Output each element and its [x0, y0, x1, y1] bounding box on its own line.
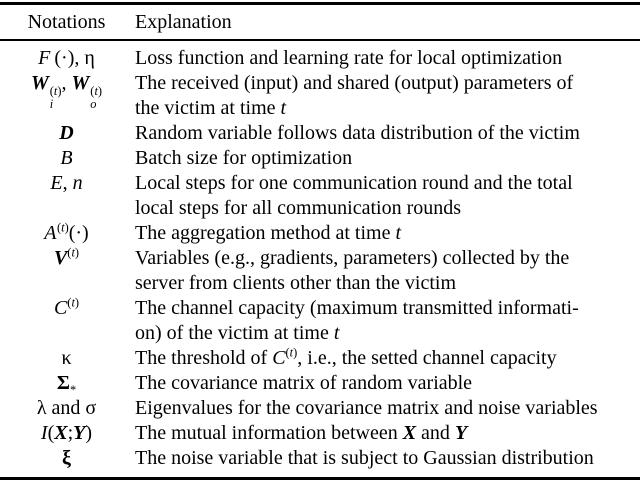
table-bottom-rule: [0, 477, 640, 480]
notation-table: Notations Explanation F (·), η Loss funct…: [0, 2, 640, 480]
notation-cell: C(t): [53, 295, 80, 319]
notation-cell: F (·), η: [38, 47, 95, 69]
table-row: C(t) The channel capacity (maximum transm…: [0, 296, 640, 346]
notation-cell: κ: [61, 347, 72, 369]
table-row: I(X;Y) The mutual information between X a…: [0, 421, 640, 446]
notation-cell: A(t)(·): [44, 220, 89, 244]
notation-cell: E, n: [50, 172, 83, 194]
notation-cell: λ and σ: [36, 397, 97, 419]
table-header-rule: [0, 39, 640, 41]
explanation-cell: The channel capacity (maximum transmitte…: [135, 297, 579, 344]
notation-cell: V(t): [53, 245, 80, 269]
notation-cell: I(X;Y): [40, 422, 93, 444]
column-header-notations: Notations: [27, 10, 106, 33]
explanation-cell: The covariance matrix of random variable: [135, 372, 473, 394]
notation-cell: B: [60, 147, 73, 169]
explanation-cell: Variables (e.g., gradients, parameters) …: [135, 247, 570, 294]
table-row: D Random variable follows data distributi…: [0, 121, 640, 146]
explanation-cell: The mutual information between X and Y: [135, 422, 468, 444]
table-row: κ The threshold of C(t), i.e., the setted…: [0, 346, 640, 371]
table-top-rule: [0, 2, 640, 5]
table-row: W(t)i, W(t)o The received (input) and sha…: [0, 71, 640, 121]
table-body: F (·), η Loss function and learning rate …: [0, 41, 640, 477]
notation-cell: D: [59, 122, 74, 144]
table-header-row: Notations Explanation: [0, 5, 640, 39]
explanation-cell: Batch size for optimization: [135, 147, 353, 169]
table-row: ξ The noise variable that is subject to G…: [0, 446, 640, 471]
table-row: E, n Local steps for one communication ro…: [0, 171, 640, 221]
notation-cell: Σ*: [56, 372, 77, 397]
explanation-cell: Eigenvalues for the covariance matrix an…: [135, 397, 598, 419]
explanation-cell: Local steps for one communication round …: [135, 172, 573, 219]
notation-cell: ξ: [62, 447, 71, 469]
notation-cell: W(t)i, W(t)o: [30, 72, 103, 112]
table-row: B Batch size for optimization: [0, 146, 640, 171]
explanation-cell: The aggregation method at time t: [135, 222, 402, 244]
table-row: λ and σ Eigenvalues for the covariance ma…: [0, 396, 640, 421]
table-row: Σ* The covariance matrix of random variab…: [0, 371, 640, 396]
column-header-explanation: Explanation: [135, 10, 232, 33]
table-row: A(t)(·) The aggregation method at time t: [0, 221, 640, 246]
explanation-cell: Random variable follows data distributio…: [135, 122, 580, 144]
table-row: F (·), η Loss function and learning rate …: [0, 46, 640, 71]
explanation-cell: The noise variable that is subject to Ga…: [135, 447, 594, 469]
explanation-cell: Loss function and learning rate for loca…: [135, 47, 563, 69]
table-row: V(t) Variables (e.g., gradients, paramete…: [0, 246, 640, 296]
explanation-cell: The threshold of C(t), i.e., the setted …: [135, 345, 557, 369]
explanation-cell: The received (input) and shared (output)…: [135, 72, 574, 119]
